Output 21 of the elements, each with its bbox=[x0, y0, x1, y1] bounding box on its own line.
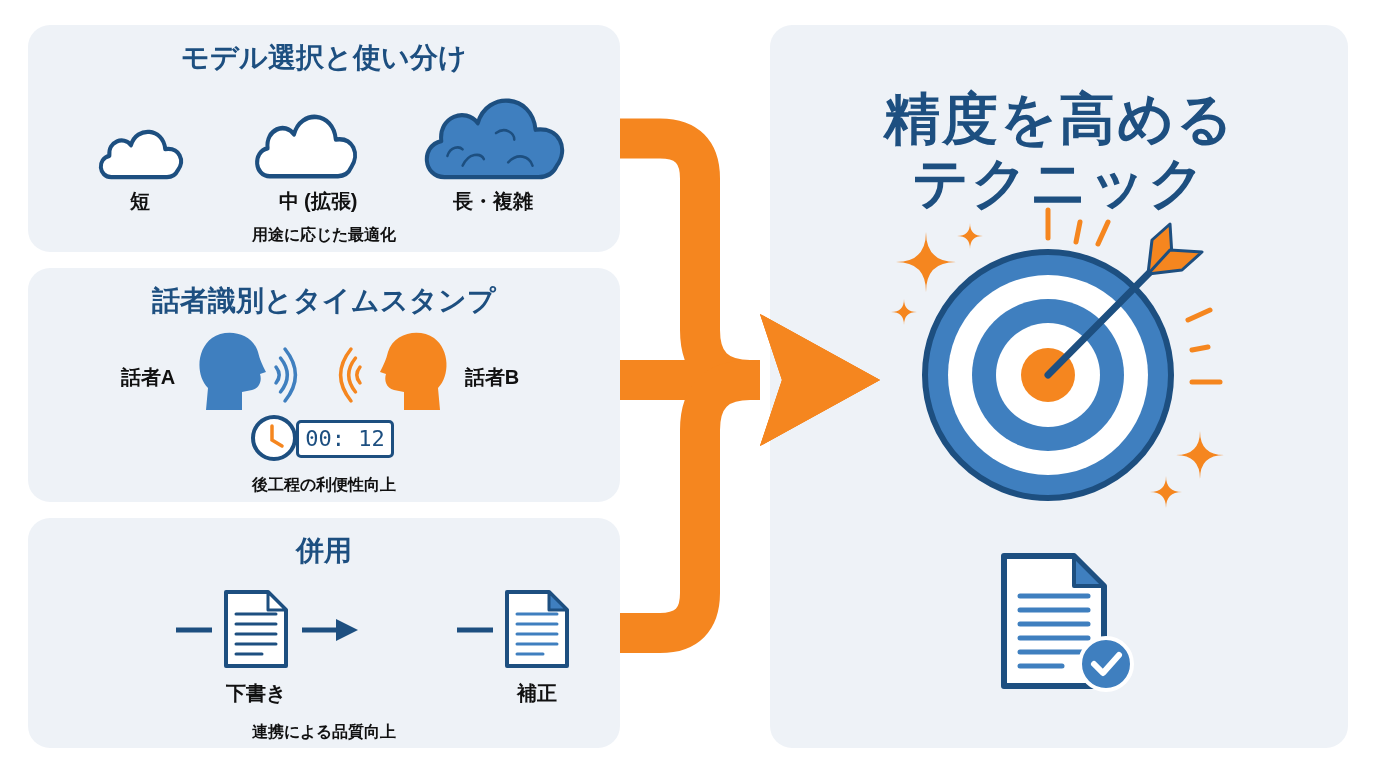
panel-title: 精度を高めるテクニック bbox=[882, 87, 1236, 215]
icon-label: 補正 bbox=[517, 681, 557, 706]
panel-title: モデル選択と使い分け bbox=[180, 41, 468, 75]
panel-title: 併用 bbox=[294, 534, 353, 568]
icon-label: 短 bbox=[130, 189, 150, 214]
icon-label: 下書き bbox=[226, 681, 286, 706]
icon-label: 話者B bbox=[464, 365, 520, 390]
panel-title: 話者識別とタイムスタンプ bbox=[151, 284, 497, 318]
arrow bbox=[302, 619, 358, 641]
timer-display: 00: 12 bbox=[296, 420, 394, 458]
panel-caption: 後工程の利便性向上 bbox=[251, 475, 397, 495]
connector-line bbox=[176, 627, 212, 633]
icon-label: 話者A bbox=[120, 365, 176, 390]
icon-label: 長・複雑 bbox=[453, 189, 533, 214]
panel-caption: 用途に応じた最適化 bbox=[251, 225, 397, 245]
panel-card bbox=[28, 268, 620, 502]
connector-line bbox=[457, 627, 493, 633]
icon-label: 中 (拡張) bbox=[278, 189, 358, 214]
panel-card bbox=[28, 518, 620, 748]
panel-caption: 連携による品質向上 bbox=[251, 722, 397, 742]
merge-arrow bbox=[620, 314, 880, 653]
